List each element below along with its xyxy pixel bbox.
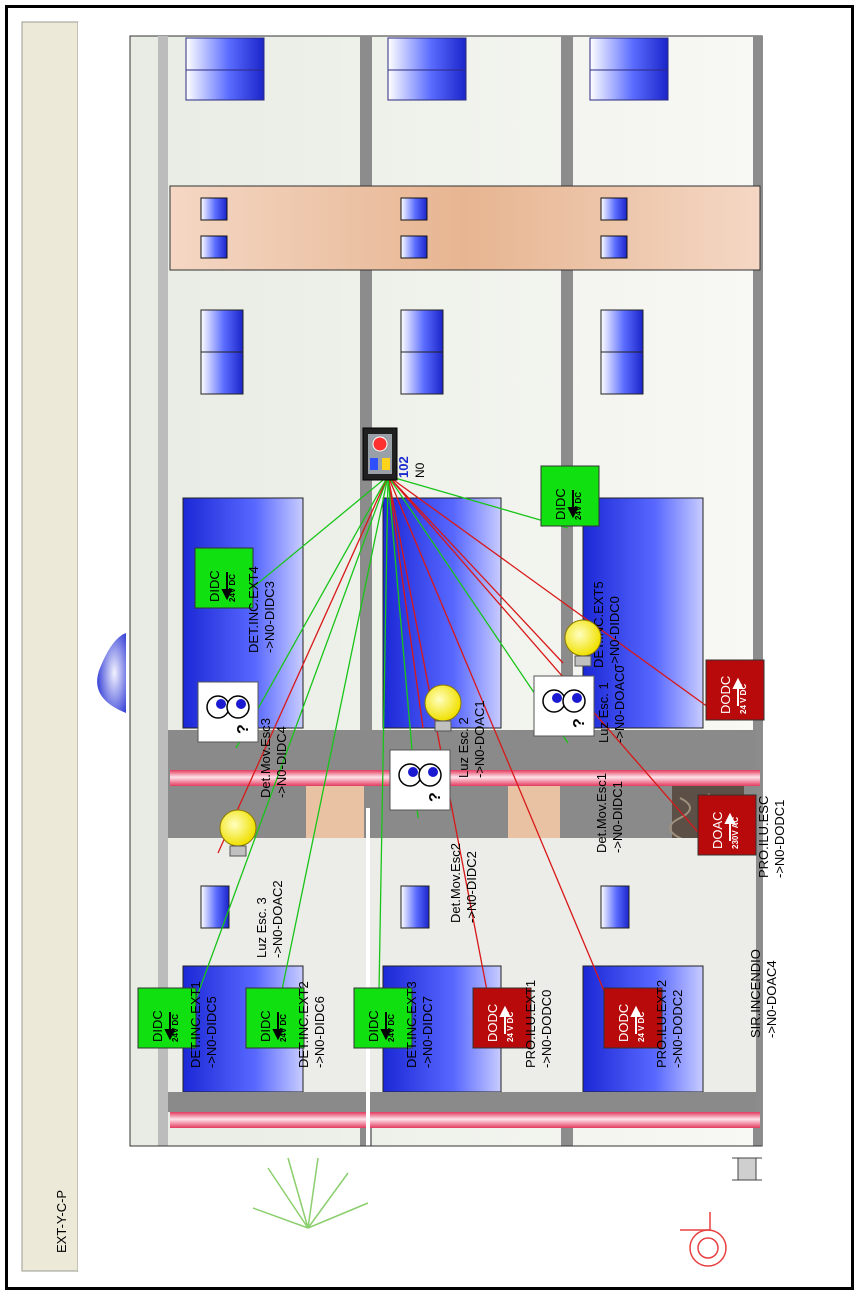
didc-ext3-rating: 24V DC <box>387 1014 396 1042</box>
luz-esc1-lightbulb-icon <box>565 620 601 656</box>
didc-ext4-kind: DIDC <box>207 570 222 602</box>
panel-node: N0 <box>413 462 427 478</box>
det-mov-esc2-address: ->N0-DIDC2 <box>464 851 479 923</box>
didc-ext2-address: ->N0-DIDC6 <box>312 996 327 1068</box>
dodc-ilu-ext1-address: ->N0-DODC0 <box>539 990 554 1068</box>
didc-ext5-box <box>541 466 599 526</box>
doac-sir-box <box>698 795 756 855</box>
didc-ext3-address: ->N0-DIDC7 <box>420 996 435 1068</box>
dodc-ilu-esc-kind: DODC <box>718 676 733 714</box>
det-mov-esc1-label: Det.Mov.Esc1 <box>594 773 609 853</box>
luz-esc1-address: ->N0-DOAC0 <box>612 665 627 743</box>
didc-ext4-address: ->N0-DIDC3 <box>262 581 277 653</box>
luz-esc3-lightbulb-icon <box>220 810 256 846</box>
svg-text:?: ? <box>235 724 252 734</box>
didc-ext2-label: DET.INC.EXT2 <box>296 981 311 1068</box>
doac-sir-label: SIR.INCENDIO <box>748 949 763 1038</box>
floor-plan-canvas: EXT-Y-C-P <box>8 8 851 1287</box>
svg-text:?: ? <box>427 792 444 802</box>
didc-ext3-kind: DIDC <box>366 1010 381 1042</box>
didc-ext5-address: ->N0-DIDC0 <box>607 596 622 668</box>
sheet-title-strip <box>22 22 78 1271</box>
det-mov-esc2-label: Det.Mov.Esc2 <box>448 843 463 923</box>
doac-sir-kind: DOAC <box>710 811 725 849</box>
windows-top <box>186 38 668 100</box>
lower-wall <box>168 1092 756 1112</box>
dodc-ilu-ext1-kind: DODC <box>485 1004 500 1042</box>
didc-ext2-kind: DIDC <box>258 1010 273 1042</box>
det-mov-esc1-address: ->N0-DIDC1 <box>610 781 625 853</box>
didc-ext4-rating: 24V DC <box>228 574 237 602</box>
dodc-ilu-ext2-address: ->N0-DODC2 <box>670 990 685 1068</box>
didc-ext1-rating: 24V DC <box>171 1014 180 1042</box>
didc-ext4-box <box>195 548 253 608</box>
pipe-lower <box>170 1112 760 1128</box>
didc-ext1-label: DET.INC.EXT1 <box>188 981 203 1068</box>
didc-ext5-rating: 24V DC <box>574 492 583 520</box>
det-mov-esc3-address: ->N0-DIDC4 <box>274 726 289 798</box>
panel-address: 102 <box>396 456 411 478</box>
luz-esc1-label: Luz Esc. 1 <box>596 682 611 743</box>
dodc-ilu-ext2-label: PRO.ILU.EXT2 <box>654 980 669 1068</box>
luz-esc3-address: ->N0-DOAC2 <box>270 880 285 958</box>
dodc-ilu-ext2-kind: DODC <box>616 1004 631 1042</box>
didc-ext1-address: ->N0-DIDC5 <box>204 996 219 1068</box>
svg-text:?: ? <box>571 718 588 728</box>
didc-ext5-kind: DIDC <box>553 488 568 520</box>
det-mov-esc3-label: Det.Mov.Esc3 <box>258 718 273 798</box>
doac-sir-address: ->N0-DOAC4 <box>764 960 779 1038</box>
dodc-ilu-esc-label: PRO.ILU.ESC <box>756 796 771 878</box>
luz-esc2-address: ->N0-DOAC1 <box>472 700 487 778</box>
dodc-ilu-esc-box <box>706 660 764 720</box>
dodc-ilu-esc-address: ->N0-DODC1 <box>772 800 787 878</box>
slab-1 <box>158 36 168 1146</box>
luz-esc2-label: Luz Esc. 2 <box>456 717 471 778</box>
didc-ext4-label: DET.INC.EXT4 <box>246 566 261 653</box>
didc-ext1-kind: DIDC <box>150 1010 165 1042</box>
didc-ext3-label: DET.INC.EXT3 <box>404 981 419 1068</box>
sheet-title: EXT-Y-C-P <box>54 1190 69 1253</box>
dodc-ilu-ext1-label: PRO.ILU.EXT1 <box>523 980 538 1068</box>
diagram-frame: EXT-Y-C-P <box>5 5 854 1290</box>
luz-esc3-label: Luz Esc. 3 <box>254 897 269 958</box>
beige-band <box>170 186 760 270</box>
luz-esc2-lightbulb-icon <box>425 685 461 721</box>
didc-ext2-rating: 24V DC <box>279 1014 288 1042</box>
